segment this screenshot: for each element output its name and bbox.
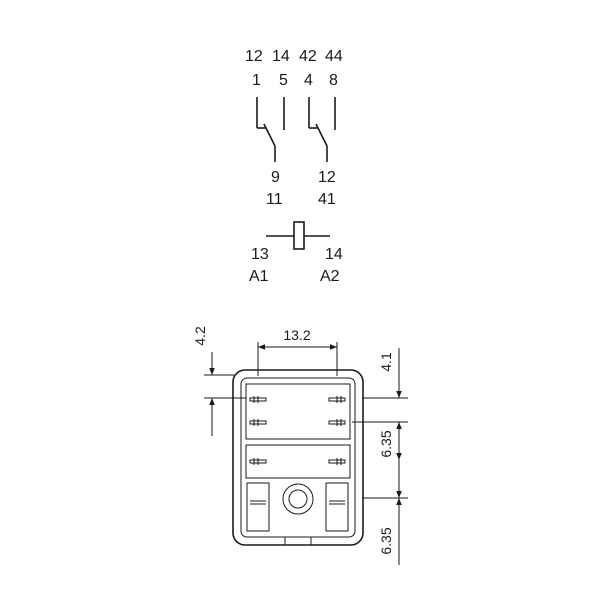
label-common-41: 41 — [318, 191, 336, 208]
dimension-right-offsets: 4.1 6.35 6.35 — [352, 348, 408, 565]
dim-left-offset-label: 4.2 — [192, 326, 208, 346]
socket-inner-outline — [240, 377, 356, 538]
label-44-top: 44 — [325, 48, 343, 65]
label-coil-14: 14 — [325, 246, 343, 263]
contact-pin — [328, 419, 346, 426]
middle-pin-compartment — [245, 444, 351, 479]
dim-width-label: 13.2 — [283, 327, 310, 343]
label-14-top: 14 — [272, 48, 290, 65]
right-switch-blade — [315, 123, 328, 147]
left-switch-blade — [263, 123, 276, 147]
coil-body — [293, 221, 305, 250]
label-pin-8: 8 — [329, 72, 338, 89]
label-12-top: 12 — [245, 48, 263, 65]
contact-pin — [328, 396, 346, 403]
dim-pitch-1-label: 6.35 — [378, 430, 394, 457]
dim-pitch-2-label: 6.35 — [378, 527, 394, 554]
contact-pin — [249, 419, 267, 426]
coil-symbol: 13 14 A1 A2 — [249, 221, 343, 285]
label-pin-4: 4 — [304, 72, 313, 89]
label-coil-13: 13 — [251, 246, 269, 263]
contact-schematic: 12 14 42 44 1 5 4 8 9 12 11 41 — [245, 48, 343, 208]
label-common-11: 11 — [266, 191, 283, 208]
label-pin-5: 5 — [279, 72, 288, 89]
mounting-hole-outer — [282, 483, 314, 515]
label-coil-a1: A1 — [249, 268, 269, 285]
dim-right-offset-label: 4.1 — [378, 352, 394, 372]
contact-pin — [328, 458, 346, 465]
label-common-9: 9 — [271, 169, 280, 186]
contact-pin — [249, 458, 267, 465]
dimension-left-offset: 4.2 — [192, 326, 246, 436]
lower-left-slot — [246, 482, 270, 532]
socket-outer-outline — [232, 369, 364, 546]
label-pin-1: 1 — [252, 72, 261, 89]
contact-pin — [249, 396, 267, 403]
socket-footprint — [232, 369, 364, 546]
lower-right-slot — [325, 482, 349, 532]
mounting-hole-inner — [288, 489, 308, 509]
label-coil-a2: A2 — [320, 268, 340, 285]
dimension-width: 13.2 — [257, 327, 338, 376]
label-42-top: 42 — [299, 48, 317, 65]
label-common-12: 12 — [318, 169, 336, 186]
upper-pin-compartment — [245, 383, 351, 440]
